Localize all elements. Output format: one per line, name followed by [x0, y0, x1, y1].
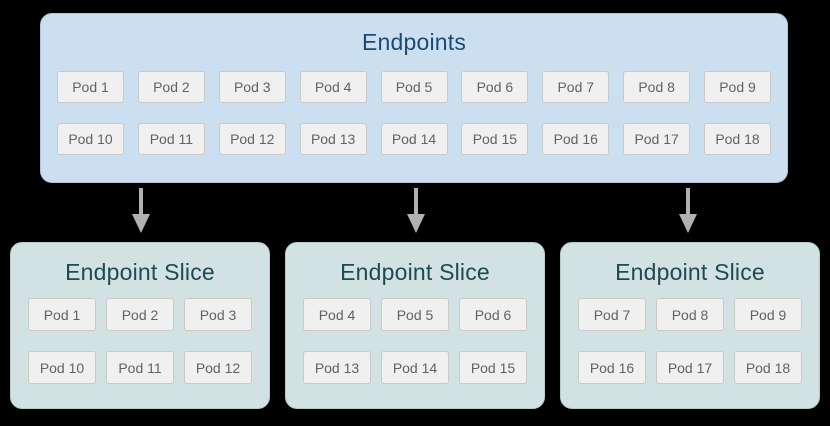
- pod-box: Pod 10: [28, 351, 96, 384]
- pod-box: Pod 18: [704, 123, 771, 155]
- pod-box: Pod 14: [380, 123, 448, 155]
- pod-box: Pod 8: [656, 298, 724, 331]
- pod-box: Pod 4: [303, 298, 371, 331]
- pod-box: Pod 9: [704, 71, 771, 103]
- endpoint-slice-title: Endpoint Slice: [340, 259, 490, 285]
- endpoints-pod-row-1: Pod 1 Pod 2 Pod 3 Pod 4 Pod 5 Pod 6 Pod 7 Pod 8…: [57, 71, 771, 103]
- arrow-shaft: [414, 188, 418, 216]
- pod-box: Pod 15: [461, 123, 529, 155]
- down-arrow-icon: [132, 188, 150, 233]
- pod-box: Pod 10: [57, 123, 124, 155]
- pod-box: Pod 16: [542, 123, 610, 155]
- pod-box: Pod 3: [218, 71, 286, 103]
- pod-box: Pod 11: [137, 123, 205, 155]
- down-arrow-icon: [679, 188, 697, 233]
- slice-2-pod-row-1: Pod 4 Pod 5 Pod 6: [303, 298, 527, 331]
- arrow-head: [679, 214, 697, 233]
- slice-3-pod-row-1: Pod 7 Pod 8 Pod 9: [578, 298, 802, 331]
- pod-box: Pod 16: [578, 351, 646, 384]
- pod-box: Pod 13: [303, 351, 371, 384]
- pod-box: Pod 13: [299, 123, 367, 155]
- slice-1-pod-row-2: Pod 10 Pod 11 Pod 12: [28, 351, 252, 384]
- pod-box: Pod 5: [380, 71, 448, 103]
- pod-box: Pod 11: [106, 351, 174, 384]
- pod-box: Pod 8: [623, 71, 691, 103]
- pod-box: Pod 9: [734, 298, 802, 331]
- pod-box: Pod 2: [106, 298, 174, 331]
- slice-3-pod-row-2: Pod 16 Pod 17 Pod 18: [578, 351, 802, 384]
- pod-box: Pod 3: [184, 298, 252, 331]
- endpoint-slice-title: Endpoint Slice: [65, 259, 215, 285]
- endpoints-pod-row-2: Pod 10 Pod 11 Pod 12 Pod 13 Pod 14 Pod 15 Pod …: [57, 123, 771, 155]
- pod-box: Pod 7: [542, 71, 610, 103]
- pod-box: Pod 1: [28, 298, 96, 331]
- pod-box: Pod 6: [459, 298, 527, 331]
- slice-1-pod-row-1: Pod 1 Pod 2 Pod 3: [28, 298, 252, 331]
- slice-2-pod-row-2: Pod 13 Pod 14 Pod 15: [303, 351, 527, 384]
- arrow-shaft: [139, 188, 143, 216]
- pod-box: Pod 12: [184, 351, 252, 384]
- endpoints-title: Endpoints: [361, 29, 467, 55]
- pod-box: Pod 17: [656, 351, 724, 384]
- pod-box: Pod 18: [734, 351, 802, 384]
- endpoints-box: Endpoints Pod 1 Pod 2 Pod 3 Pod 4 Pod 5 Pod 6…: [40, 13, 788, 183]
- pod-box: Pod 5: [381, 298, 449, 331]
- endpoint-slice-title: Endpoint Slice: [615, 259, 765, 285]
- arrow-head: [407, 214, 425, 233]
- pod-box: Pod 7: [578, 298, 646, 331]
- down-arrow-icon: [407, 188, 425, 233]
- pod-box: Pod 1: [57, 71, 124, 103]
- pod-box: Pod 6: [461, 71, 529, 103]
- pod-box: Pod 4: [299, 71, 367, 103]
- pod-box: Pod 17: [623, 123, 691, 155]
- pod-box: Pod 14: [381, 351, 449, 384]
- pod-box: Pod 15: [459, 351, 527, 384]
- pod-box: Pod 2: [137, 71, 205, 103]
- arrow-head: [132, 214, 150, 233]
- arrow-shaft: [686, 188, 690, 216]
- pod-box: Pod 12: [218, 123, 286, 155]
